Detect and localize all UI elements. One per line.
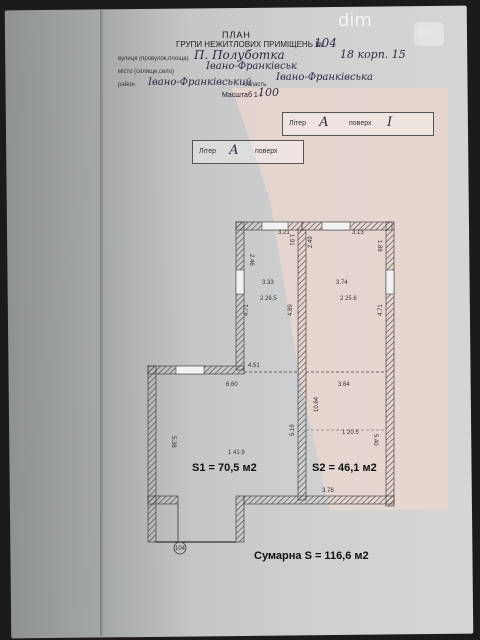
- svg-text:2.46: 2.46: [248, 254, 254, 266]
- watermark-logo-badge: [414, 22, 444, 46]
- area-s1: S1 = 70,5 м2: [192, 462, 257, 474]
- liter-value-1: А: [319, 115, 329, 130]
- svg-text:6.60: 6.60: [226, 382, 238, 388]
- liter-floor-box-1: Літер А поверх I: [282, 112, 434, 136]
- dimension-labels: 3.21 3.13 2.46 2.49 1.91 1.88 3.33 3.74 …: [170, 230, 384, 494]
- floor-label-1: поверх: [349, 120, 372, 127]
- street-value: П. Полуботка: [194, 48, 285, 62]
- room-labels: 2 26.5 2 25.6 1 41.9 1 20.5: [228, 296, 359, 456]
- svg-text:1.88: 1.88: [376, 240, 382, 252]
- entrance-mark: 104: [173, 541, 187, 555]
- svg-text:3.78: 3.78: [322, 488, 334, 494]
- building-value: 18 корп. 15: [340, 48, 406, 61]
- svg-text:104: 104: [175, 546, 186, 552]
- plan-number: 104: [314, 36, 337, 50]
- svg-text:2.49: 2.49: [308, 236, 314, 248]
- svg-text:1.91: 1.91: [288, 234, 294, 246]
- watermark-text: dim: [338, 10, 372, 31]
- svg-text:3.33: 3.33: [262, 280, 274, 286]
- city-value: Івано-Франківськ: [206, 61, 297, 72]
- svg-text:3.13: 3.13: [352, 230, 364, 236]
- svg-text:5.38: 5.38: [170, 436, 176, 448]
- outer-walls: [147, 221, 395, 543]
- scale-label: Масштаб 1 :: [222, 92, 262, 99]
- svg-text:4.51: 4.51: [248, 363, 260, 369]
- interior-walls: [156, 221, 395, 543]
- svg-text:5.19: 5.19: [290, 424, 296, 436]
- svg-text:3.64: 3.64: [338, 382, 350, 388]
- floor-label-2: поверх: [255, 148, 278, 155]
- liter-label-1: Літер: [289, 120, 307, 127]
- svg-text:10.64: 10.64: [314, 396, 320, 412]
- liter-floor-box-2: Літер А поверх: [192, 140, 304, 164]
- district-label: район: [118, 82, 135, 88]
- street-label: вулиця (провулок,площа): [118, 56, 189, 62]
- floor-value-1: I: [387, 115, 393, 130]
- area-s2: S2 = 46,1 м2: [312, 462, 377, 474]
- svg-text:3.21: 3.21: [278, 230, 290, 236]
- plan-title: ПЛАН: [222, 30, 251, 40]
- region-label: область: [244, 82, 267, 88]
- svg-text:4.89: 4.89: [288, 304, 294, 316]
- plan-subtitle: ГРУПИ НЕЖИТЛОВИХ ПРИМІЩЕНЬ №: [176, 40, 324, 49]
- region-value: Івано-Франківська: [276, 72, 373, 83]
- room-label-3: 1 41.9: [228, 450, 245, 456]
- svg-text:4.71: 4.71: [378, 304, 384, 316]
- svg-text:4.71: 4.71: [244, 304, 250, 316]
- room-label-1: 2 26.5: [260, 296, 277, 302]
- watermark-logo: RIA: [418, 26, 443, 40]
- district-value: Івано-Франківський: [148, 77, 252, 88]
- svg-text:5.40: 5.40: [372, 434, 378, 446]
- total-area: Сумарна S = 116,6 м2: [254, 550, 369, 562]
- city-label: місто (селище,село): [118, 69, 175, 75]
- page-fold-shadow: [100, 10, 104, 636]
- scale-value: 100: [258, 86, 279, 99]
- room-label-2: 2 25.6: [340, 296, 357, 302]
- liter-label-2: Літер: [199, 148, 217, 155]
- room-label-4: 1 20.5: [342, 430, 359, 436]
- svg-text:3.74: 3.74: [336, 280, 348, 286]
- liter-value-2: А: [229, 143, 239, 158]
